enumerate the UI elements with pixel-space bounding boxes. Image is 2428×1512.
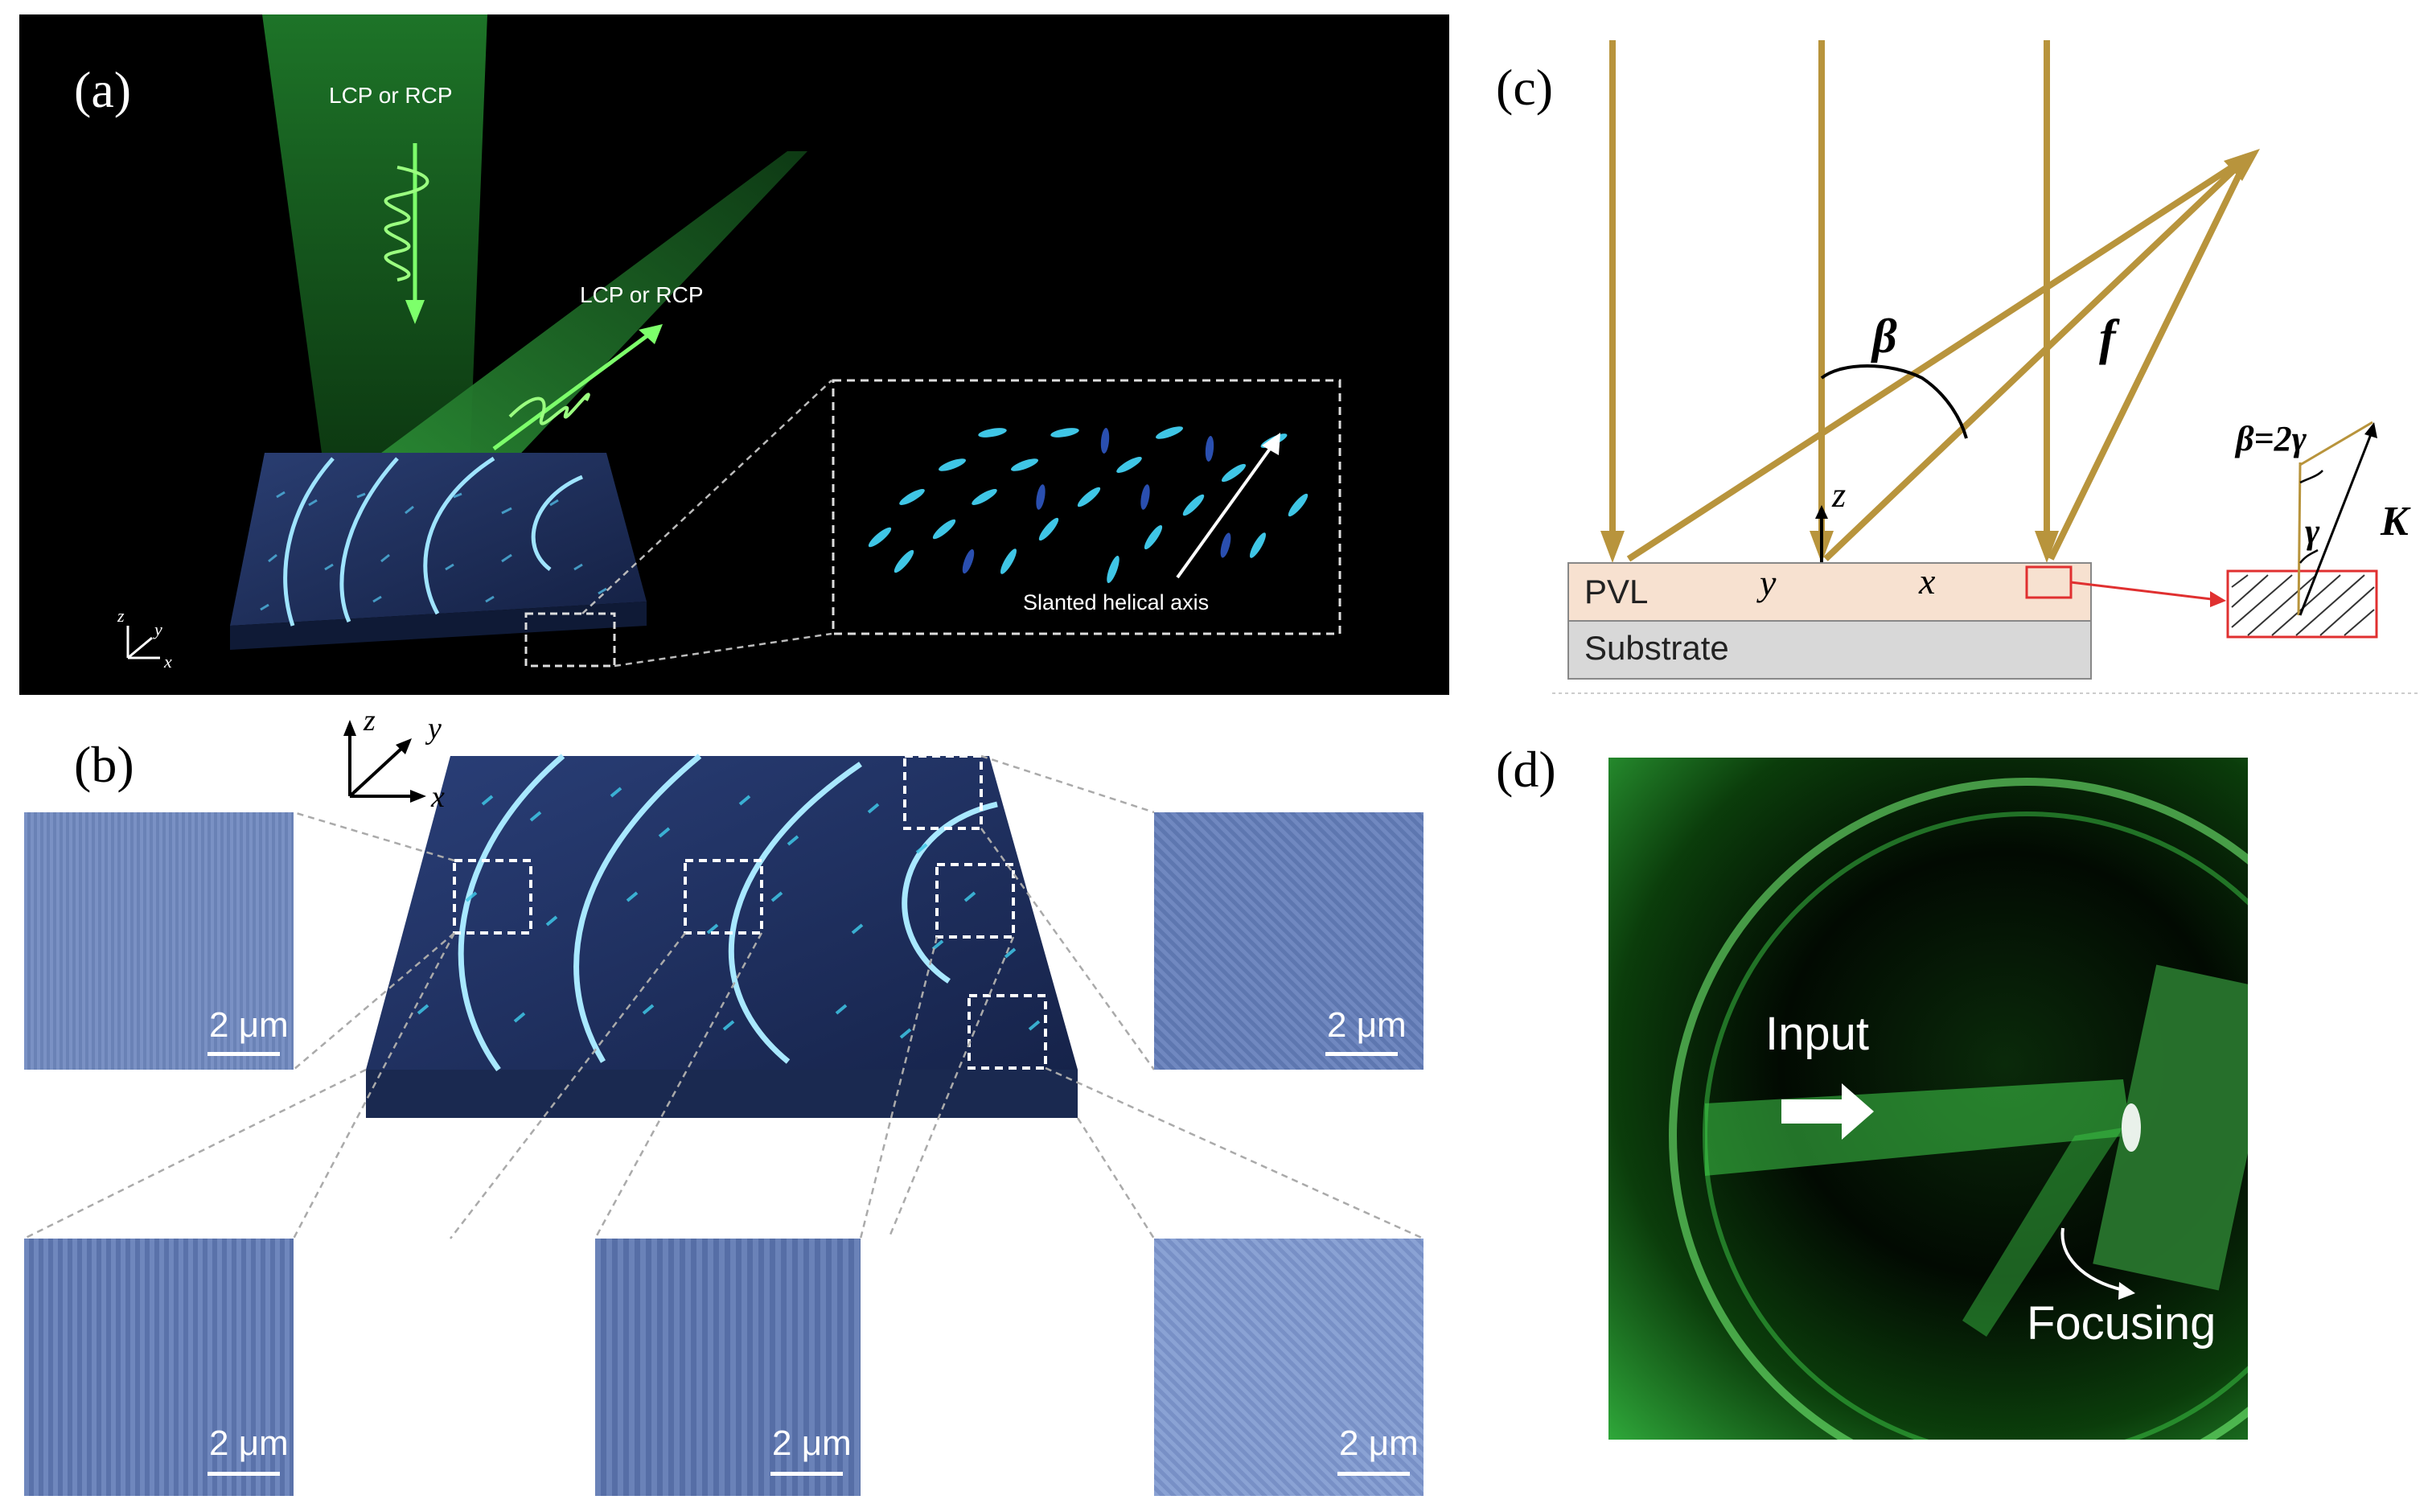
y-label-c: y: [1756, 562, 1777, 603]
scale-bar: [1337, 1472, 1410, 1476]
pvl-layer: [1567, 562, 2092, 622]
panel-b: (b) z y x 2 μm 2 μm 2 μm 2 μm 2 μm: [0, 692, 1448, 1512]
panel-a: (a) LCP or RCP LCP or RCP Slanted helica…: [19, 14, 1449, 695]
input-arrow: [1781, 1083, 1874, 1140]
beam-label-top: LCP or RCP: [329, 83, 453, 108]
panel-c-diagram: (c) β f z y x PVL Substrate β=2γ γ K: [1496, 40, 2421, 694]
z-label-c: z: [1831, 475, 1846, 515]
micrograph-bottom-1: 2 μm: [24, 1239, 294, 1496]
focusing-photo: Input Focusing: [1608, 758, 2248, 1440]
panel-a-illustration: (a) LCP or RCP LCP or RCP Slanted helica…: [74, 14, 1341, 672]
panel-c: (c) β f z y x PVL Substrate β=2γ γ K: [1464, 0, 2428, 700]
inset-label: Slanted helical axis: [1023, 590, 1209, 614]
axis-z-b: z: [363, 704, 376, 738]
scale-label: 2 μm: [1339, 1424, 1419, 1463]
scale-bar: [207, 1052, 280, 1056]
substrate-label: Substrate: [1584, 629, 1729, 667]
beta-eq-label: β=2γ: [2234, 419, 2307, 458]
panel-a-label: (a): [74, 61, 131, 118]
axis-y-b: y: [425, 712, 442, 746]
axes-triad-a: [126, 626, 160, 659]
beam-label-slanted: LCP or RCP: [580, 282, 704, 307]
axes-triad-b: [348, 732, 414, 798]
scale-bar: [770, 1472, 843, 1476]
grating-inset: [2226, 569, 2378, 639]
film-b-top: [366, 756, 1078, 1070]
helical-axis-inset: [832, 379, 1341, 635]
axis-x-b: x: [430, 780, 445, 814]
scale-label: 2 μm: [209, 1424, 289, 1463]
film-top: [230, 453, 647, 626]
micrograph-bottom-2: 2 μm: [595, 1239, 861, 1496]
beta-label: β: [1871, 310, 1897, 363]
scale-label: 2 μm: [209, 1005, 289, 1045]
vertical-beam: [262, 14, 487, 465]
panel-b-illustration: (b) z y x: [23, 704, 1424, 1240]
micrograph-bottom-3: 2 μm: [1154, 1239, 1424, 1496]
scale-label: 2 μm: [772, 1424, 852, 1463]
scale-bar: [1325, 1052, 1398, 1056]
micrograph-right-top: 2 μm: [1154, 812, 1424, 1070]
x-label-c: x: [1918, 561, 1936, 602]
slanted-beam: [365, 151, 807, 465]
panel-d: (d) Input Focusing: [1464, 700, 2428, 1512]
film-b-side: [366, 1070, 1078, 1118]
scale-label: 2 μm: [1327, 1005, 1407, 1045]
gamma-label: γ: [2305, 512, 2320, 551]
scale-bar: [207, 1472, 280, 1476]
k-label: K: [2380, 499, 2411, 544]
micrograph-left-top: 2 μm: [24, 812, 294, 1070]
axis-x-a: x: [163, 651, 172, 672]
input-label: Input: [1765, 1008, 1869, 1060]
panel-d-label: (d): [1496, 741, 1556, 798]
substrate-layer: [1567, 620, 2092, 680]
f-label: f: [2099, 310, 2120, 365]
pvl-label: PVL: [1584, 573, 1648, 610]
axis-y-a: y: [153, 619, 162, 639]
focusing-label: Focusing: [2027, 1297, 2216, 1350]
helical-axis-arrow: [1176, 447, 1272, 579]
axis-z-a: z: [117, 606, 125, 626]
panel-c-label: (c): [1496, 59, 1553, 116]
panel-b-label: (b): [74, 736, 134, 793]
